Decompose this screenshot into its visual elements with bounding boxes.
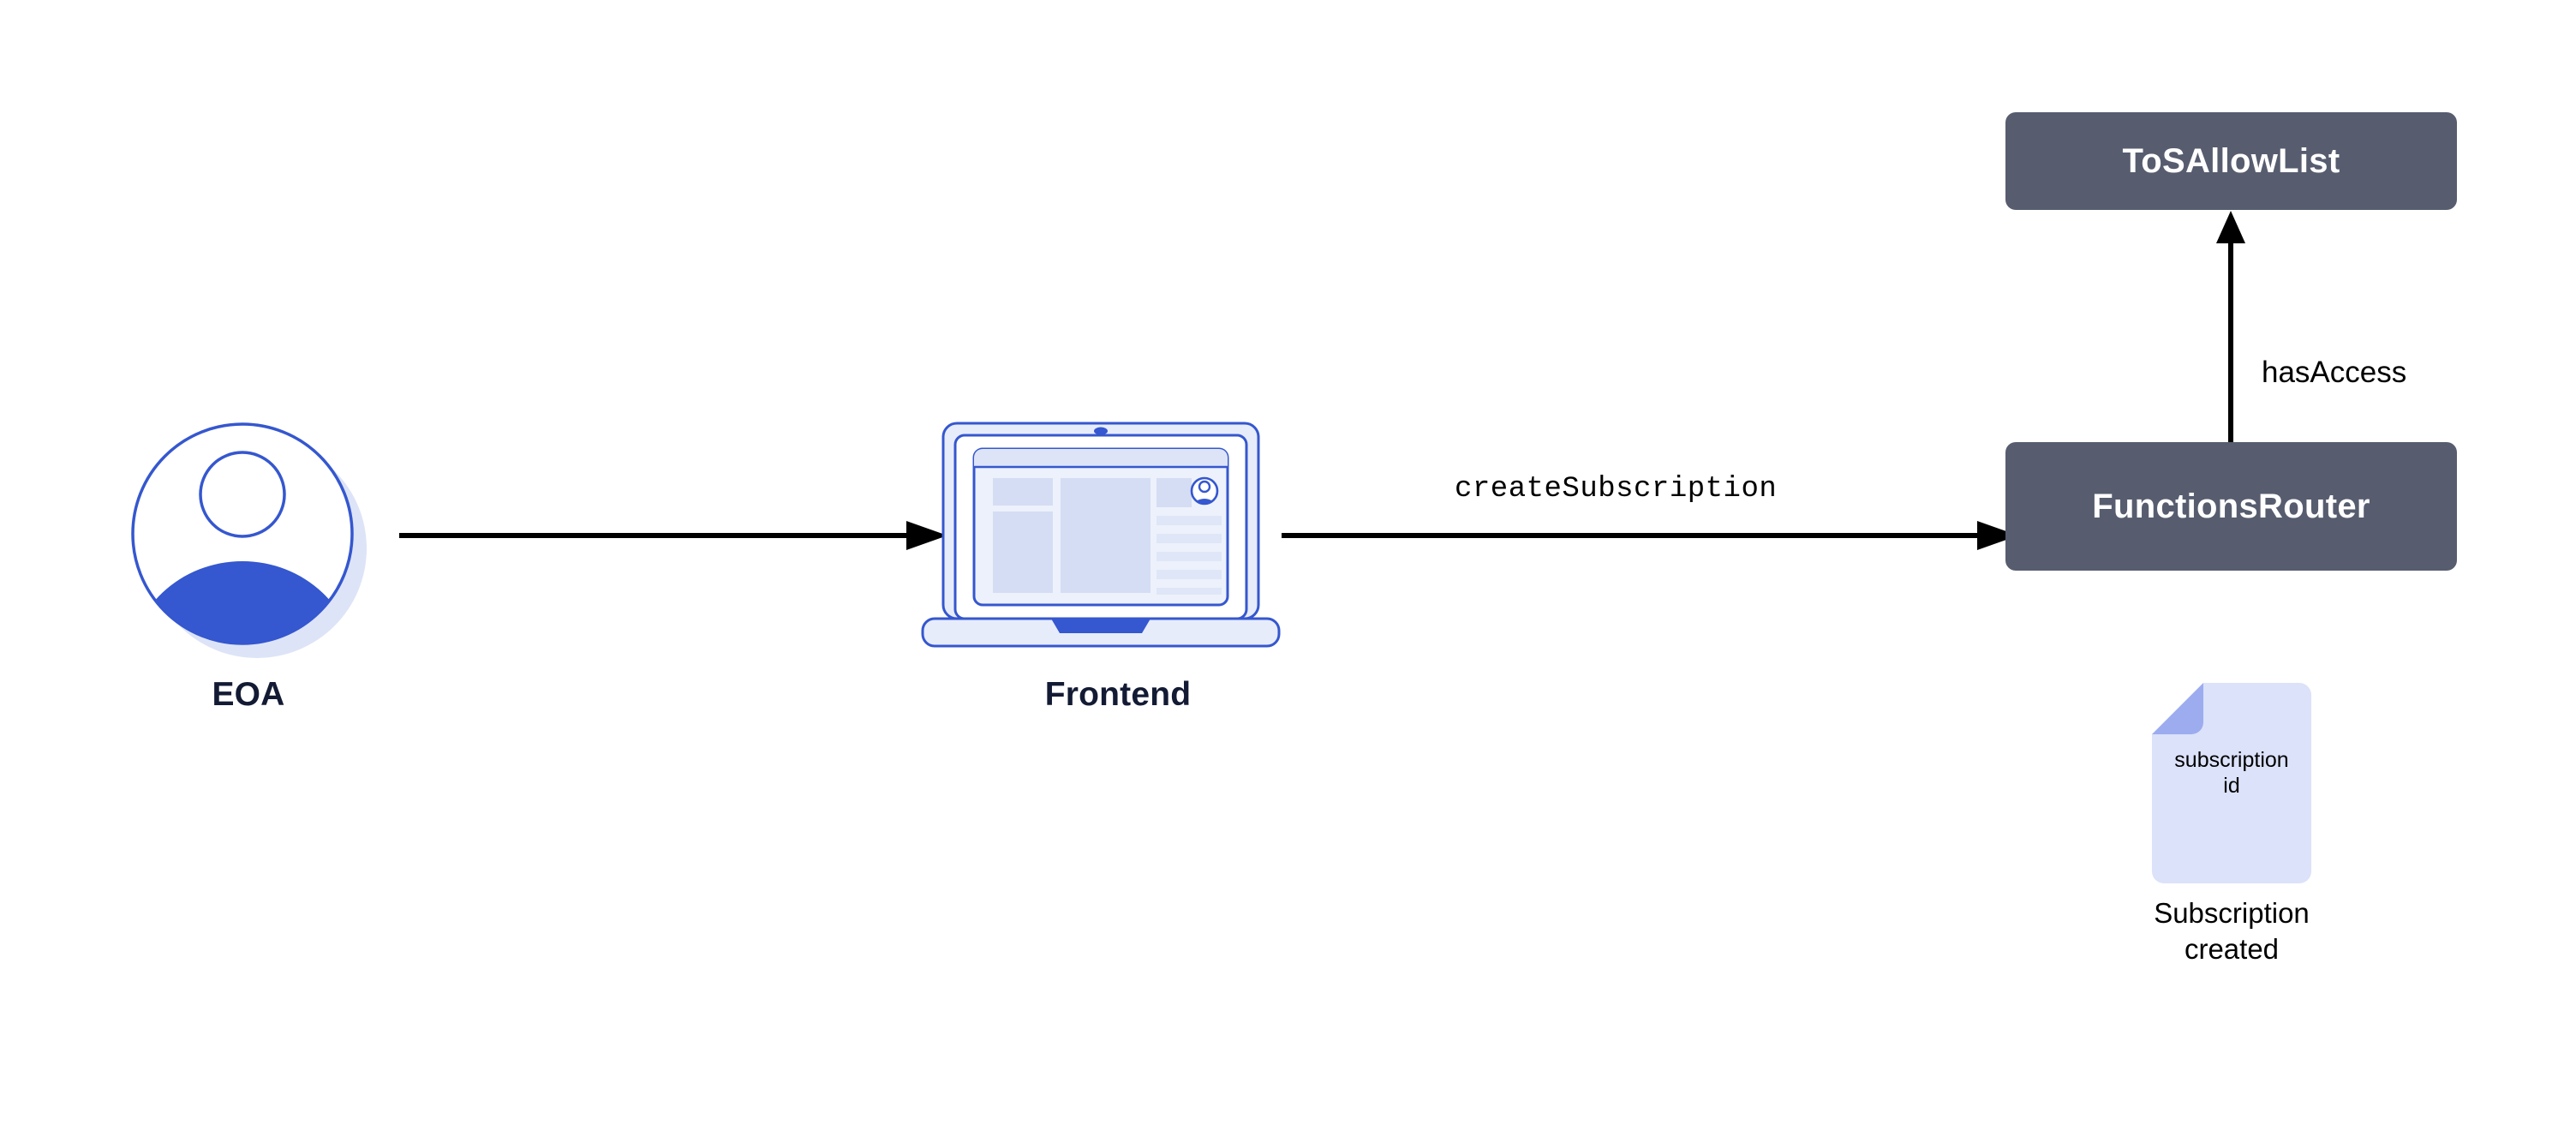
subscription-created-caption: Subscription created [2154,897,2310,966]
edge-label-has-access: hasAccess [2262,356,2407,389]
node-frontend[interactable]: Frontend [921,411,1315,737]
eoa-label: EOA [212,676,285,713]
box-tos-allow-list[interactable]: ToSAllowList [2005,112,2457,210]
tos-allow-list-label: ToSAllowList [2122,141,2340,180]
arrow-eoa-to-frontend [399,518,947,553]
arrow-functions-router-to-tos-allow-list [2214,211,2248,451]
functions-router-label: FunctionsRouter [2092,487,2370,525]
edge-label-create-subscription: createSubscription [1455,473,1778,506]
document-icon: subscription id [2150,681,2313,885]
laptop-icon [921,411,1315,668]
user-avatar-icon [120,411,377,668]
node-subscription-document[interactable]: subscription id Subscription created [2150,681,2322,965]
node-eoa[interactable]: EOA [120,411,377,737]
frontend-label: Frontend [1044,676,1192,713]
arrow-frontend-to-functions-router [1282,518,2018,553]
box-functions-router[interactable]: FunctionsRouter [2005,442,2457,571]
